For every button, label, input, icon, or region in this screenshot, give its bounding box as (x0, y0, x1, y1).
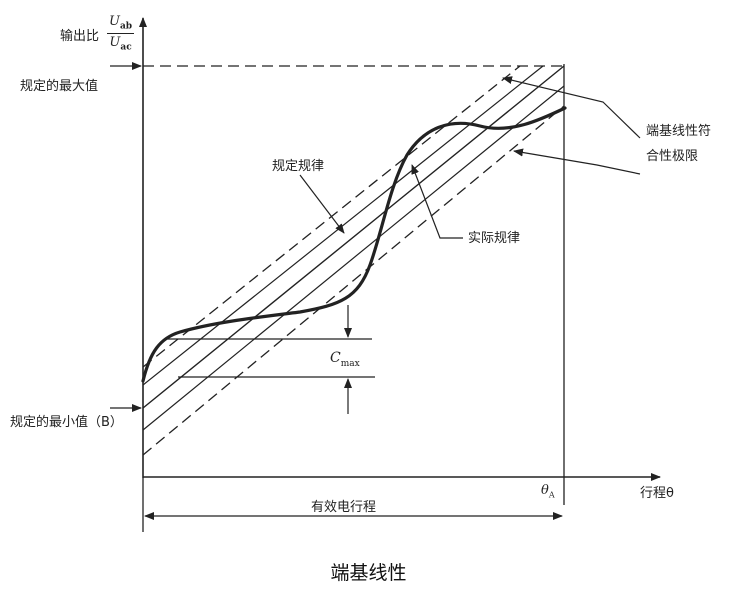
specified-law-label: 规定规律 (272, 159, 325, 174)
cmax-subscript: max (340, 358, 360, 369)
max-value-label: 规定的最大值 (20, 79, 99, 94)
theta-subscript: A (548, 490, 555, 500)
tolerance-leader-lower (513, 148, 641, 175)
actual-law-leader (411, 164, 463, 239)
theta-a-label: θA (541, 484, 555, 500)
u-ab-subscript: ab (119, 21, 133, 32)
tolerance-label-line1: 端基线性符 (646, 124, 712, 139)
deviation-line-lower (142, 85, 565, 431)
figure-caption: 端基线性 (330, 562, 407, 584)
actual-law-label: 实际规律 (468, 231, 521, 246)
deviation-line-upper (142, 65, 544, 386)
tolerance-leader-upper (502, 76, 641, 139)
specified-law-leader (299, 174, 345, 234)
y-axis-prefix: 输出比 (60, 29, 100, 44)
tolerance-limit-lower (142, 105, 565, 456)
u-ab-symbol: U (109, 14, 120, 29)
cmax-label: Cmax (330, 351, 360, 369)
effective-travel-label: 有效电行程 (307, 501, 381, 514)
tolerance-label-line2: 合性极限 (646, 149, 699, 164)
output-ratio-fraction: Uab Uac (107, 14, 135, 53)
u-ac-subscript: ac (120, 42, 132, 53)
reference-line (142, 65, 565, 409)
theta-symbol: θ (541, 483, 549, 498)
u-ac-symbol: U (109, 34, 121, 50)
actual-curve (141, 106, 567, 383)
min-value-label: 规定的最小值（B） (10, 415, 123, 430)
cmax-symbol: C (330, 350, 341, 366)
travel-axis-label: 行程θ (640, 486, 674, 501)
